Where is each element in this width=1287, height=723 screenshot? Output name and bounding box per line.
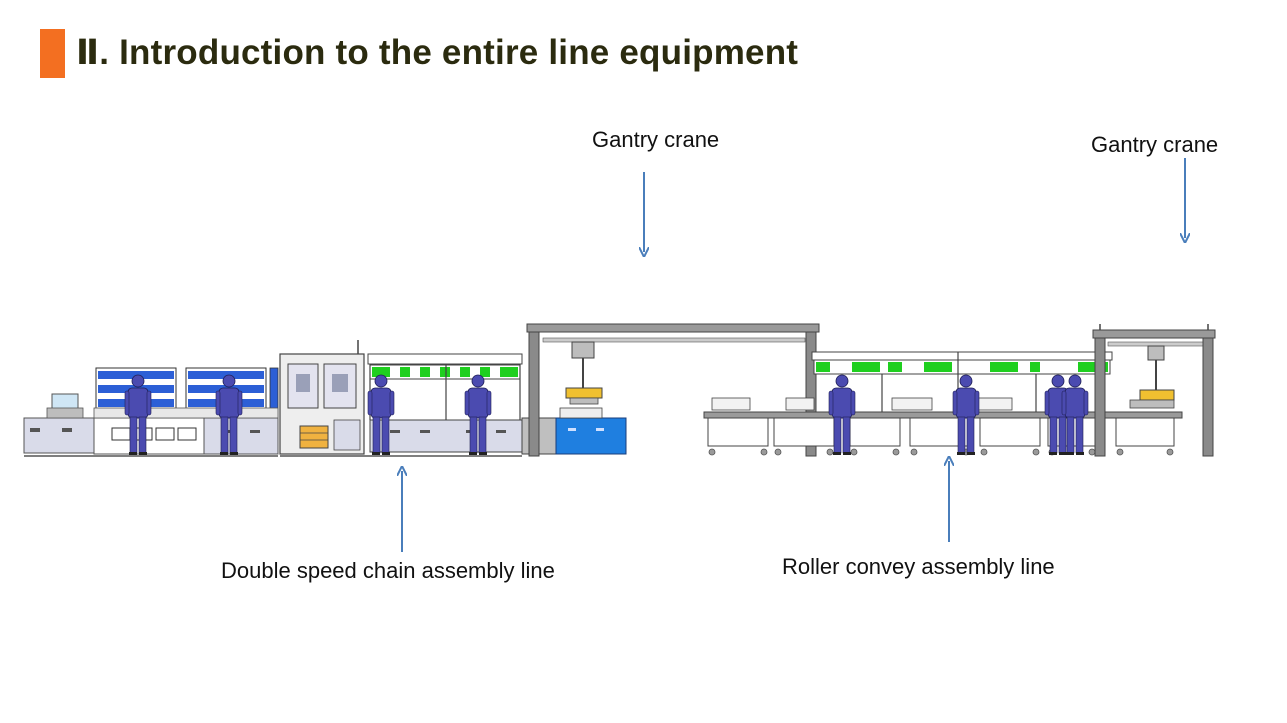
label-gantry-crane-left: Gantry crane	[592, 127, 720, 152]
roller-convey-line	[703, 351, 1183, 456]
gantry-crane-left	[526, 323, 820, 457]
title-accent-bar	[40, 29, 65, 78]
label-double-speed-chain: Double speed chain assembly line	[221, 558, 555, 583]
label-gantry-crane-right: Gantry crane	[1091, 132, 1219, 157]
label-roller-convey: Roller convey assembly line	[782, 554, 1055, 579]
automatic-station	[279, 340, 365, 455]
slide-title: Ⅱ. Introduction to the entire line equip…	[76, 33, 799, 72]
gantry-crane-right	[1092, 324, 1216, 457]
double-speed-chain-line	[23, 340, 627, 457]
